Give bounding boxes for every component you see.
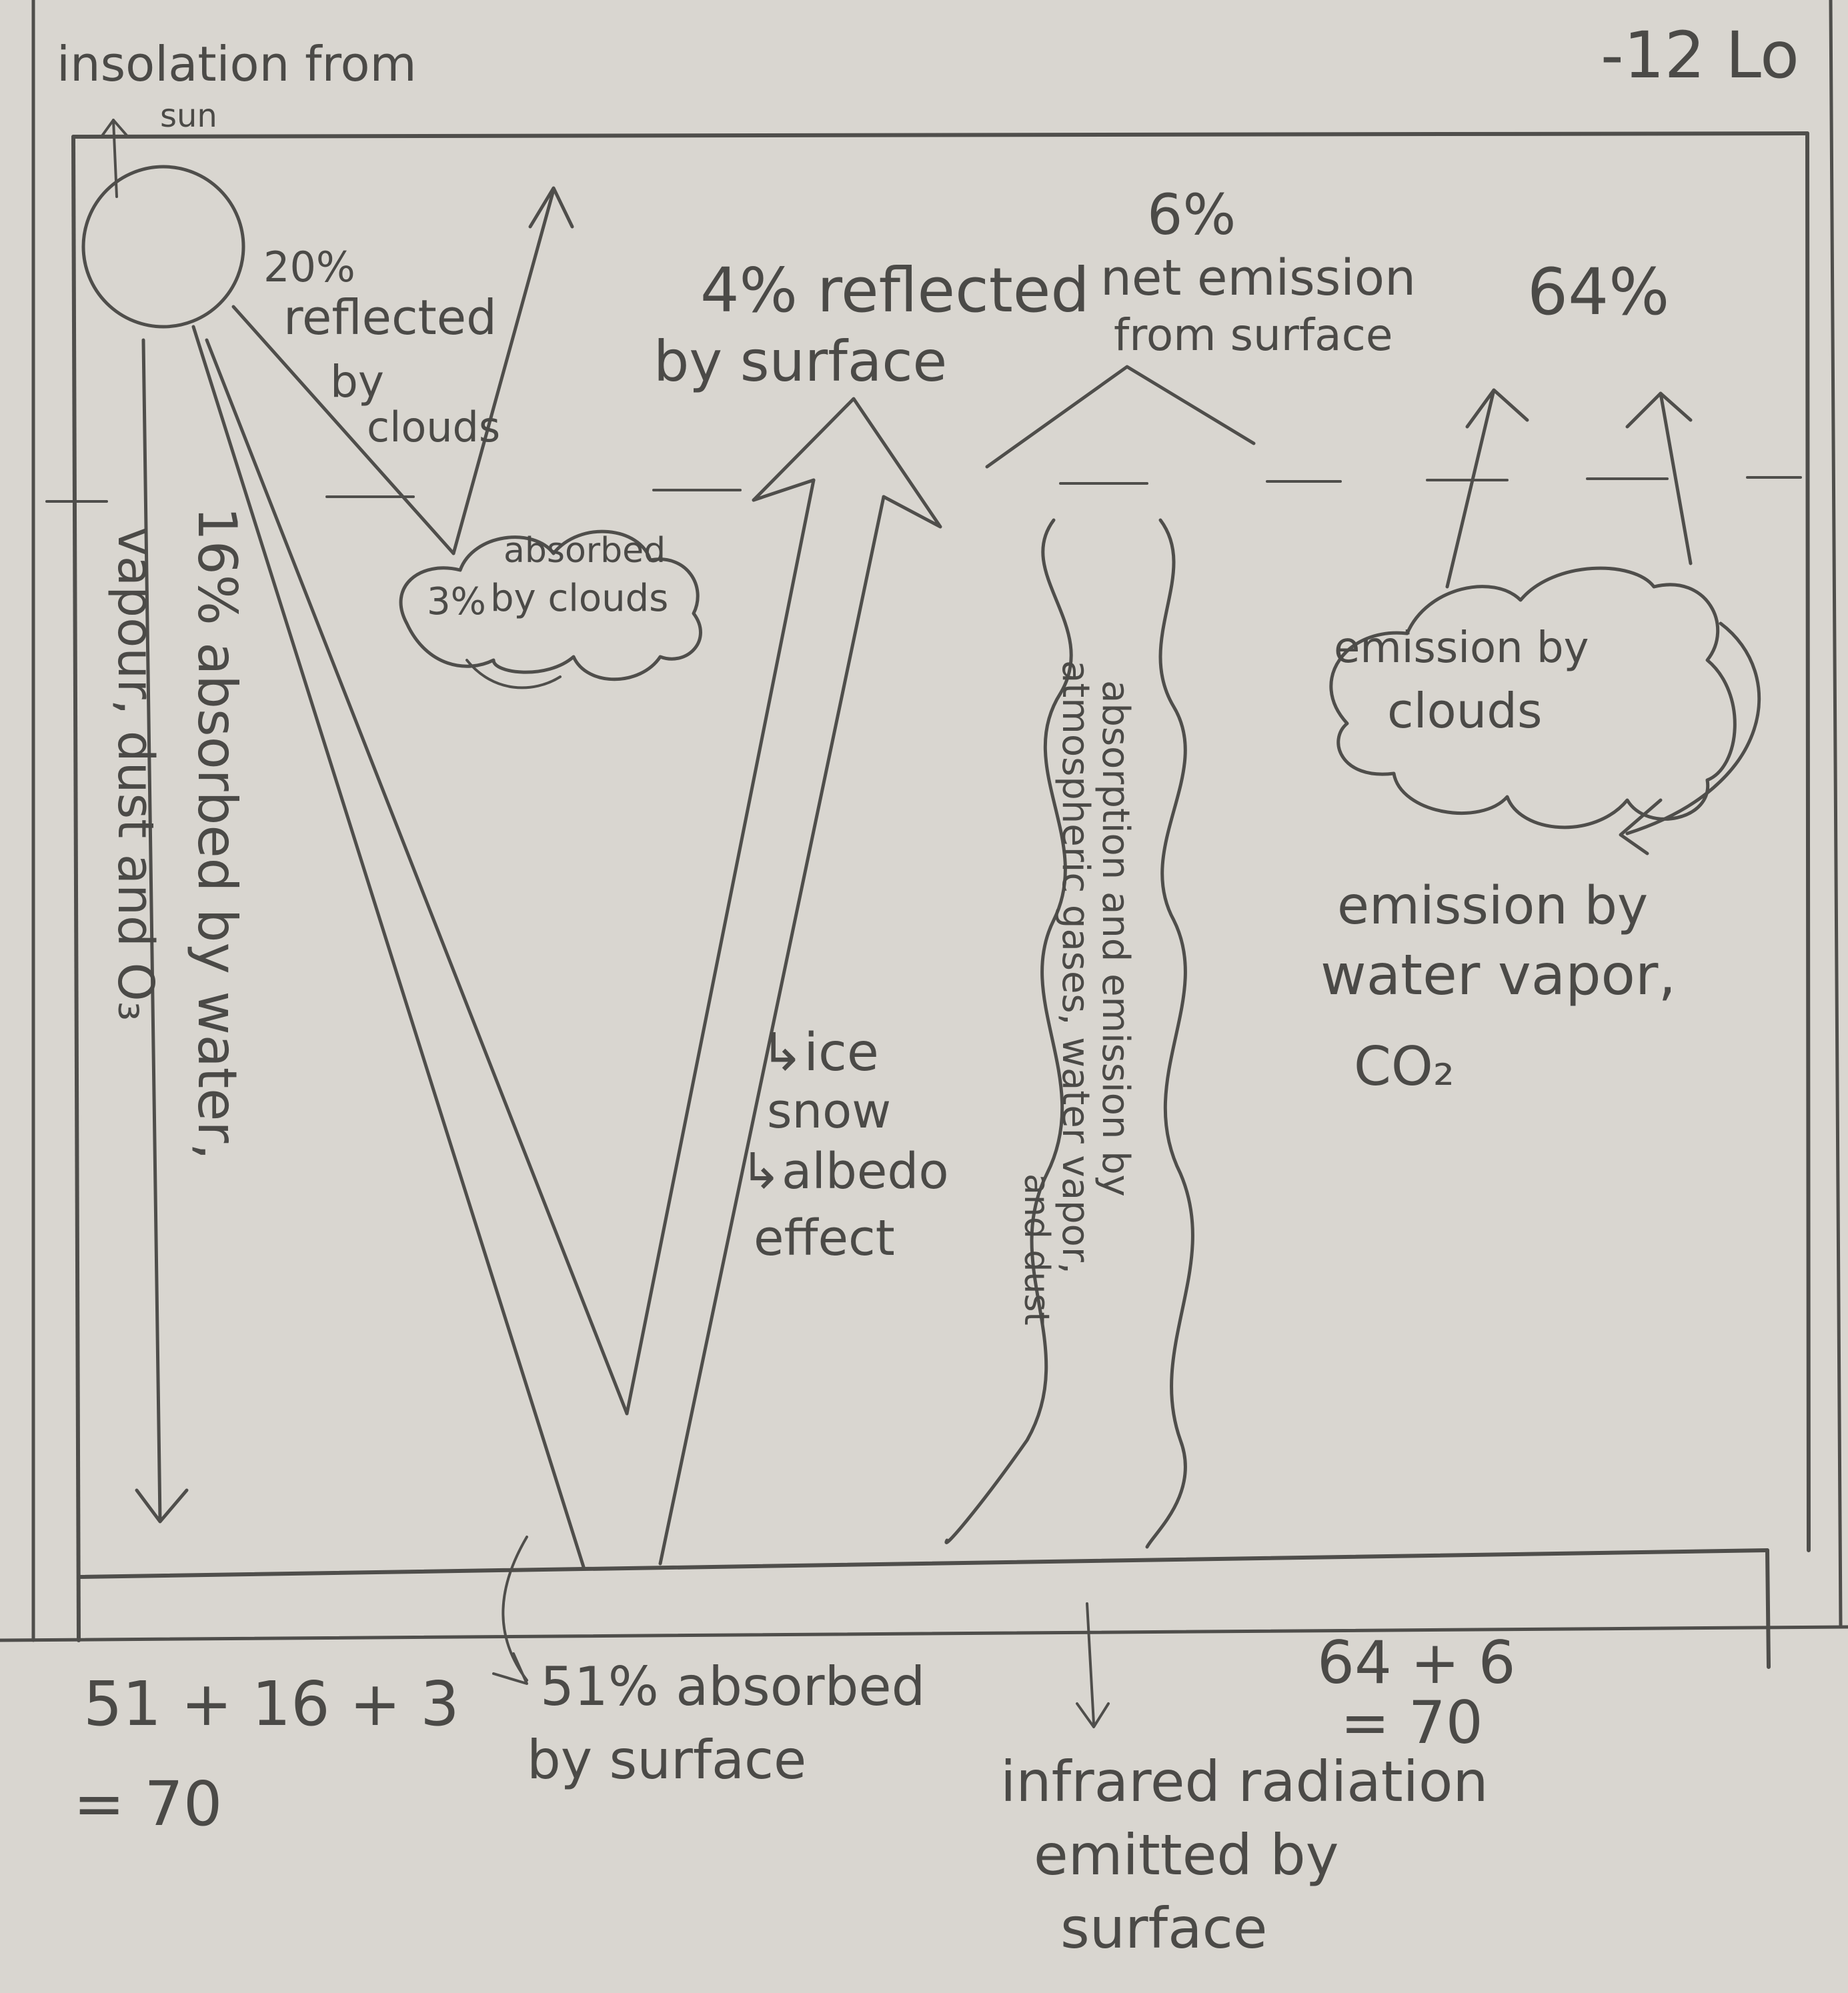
cloud-emission-value: 64% (1527, 255, 1670, 329)
sun-pointer-arrow (100, 119, 128, 198)
cloud-absorption-line2: by clouds (490, 577, 669, 620)
net-emission-caret (985, 365, 1256, 469)
albedo-note-line4: effect (754, 1210, 895, 1267)
surface-absorption-pointer (502, 1536, 528, 1682)
absorbed-atmosphere-arrow (135, 338, 189, 1524)
band-text-line2: atmospheric gases, water vapor, (1054, 660, 1097, 1274)
cloud-absorption-line1: absorbed (504, 531, 666, 571)
atmosphere-absorption-line1: 16% absorbed by water, (186, 507, 248, 1160)
absorption-emission-band (944, 518, 1194, 1549)
infrared-line1: infrared radiation (1000, 1749, 1489, 1814)
cloud-emission-curve (1625, 621, 1761, 835)
sun-icon (81, 165, 245, 329)
cloud-reflection-arrow (231, 186, 574, 555)
cloud-emission-line2: clouds (1387, 683, 1543, 739)
albedo-note-line1: ↳ice (760, 1023, 879, 1083)
cloud-reflection-line2: by (330, 356, 384, 407)
vapor-emission-line3: CO₂ (1354, 1036, 1455, 1098)
cloud-reflection-value: 20% (263, 243, 355, 291)
cloud-absorption-value: 3% (427, 580, 486, 623)
infrared-line3: surface (1060, 1896, 1268, 1961)
cloud-reflection-line1: reflected (283, 289, 497, 345)
surface-reflection-line1: 4% reflected (700, 255, 1090, 326)
surface-absorption-pointer-tip (492, 1652, 528, 1685)
insolation-label: insolation from (57, 36, 417, 92)
left-sum-line2: = 70 (73, 1768, 223, 1840)
cloud-emission-line1: emission by (1334, 623, 1589, 673)
insolation-label-sun: sun (160, 97, 217, 135)
vapor-emission-line1: emission by (1337, 876, 1649, 936)
right-sum-line2: = 70 (1340, 1688, 1483, 1757)
cloud-emission-curve-tip (1619, 798, 1663, 855)
diagram-frame (71, 131, 1811, 1669)
left-sum-line1: 51 + 16 + 3 (83, 1668, 459, 1740)
net-emission-line2: from surface (1114, 309, 1393, 361)
net-emission-line1: net emission (1100, 249, 1416, 307)
surface-reflection-line2: by surface (654, 329, 948, 394)
page-frame (0, 0, 1848, 1642)
albedo-note-line3: ↳albedo (740, 1143, 949, 1200)
surface-reflection-arrow (191, 325, 942, 1569)
absorbing-cloud-icon (399, 529, 702, 681)
infrared-pointer-arrow (1076, 1602, 1110, 1728)
albedo-note-line2: snow (767, 1083, 892, 1139)
emitting-cloud-icon (1329, 566, 1737, 829)
atmosphere-boundary (45, 476, 1802, 503)
right-sum-line1: 64 + 6 (1317, 1628, 1516, 1697)
surface-absorption-line2: by surface (527, 1729, 807, 1791)
cloud-shadow-stroke (466, 659, 562, 689)
infrared-line2: emitted by (1034, 1822, 1339, 1888)
net-emission-value: 6% (1147, 182, 1236, 247)
surface-absorption-line1: 51% absorbed (540, 1656, 926, 1718)
band-text-line3: and dust (1016, 1174, 1056, 1326)
page-mark: -12 Lo (1601, 18, 1799, 93)
cloud-reflection-line3: clouds (367, 403, 501, 451)
vapor-emission-line2: water vapor, (1320, 942, 1677, 1008)
cloud-emission-arrows (1445, 388, 1693, 589)
band-text-line1: absorption and emission by (1094, 680, 1137, 1197)
atmosphere-absorption-line2: vapour, dust and O₃ (107, 527, 164, 1022)
